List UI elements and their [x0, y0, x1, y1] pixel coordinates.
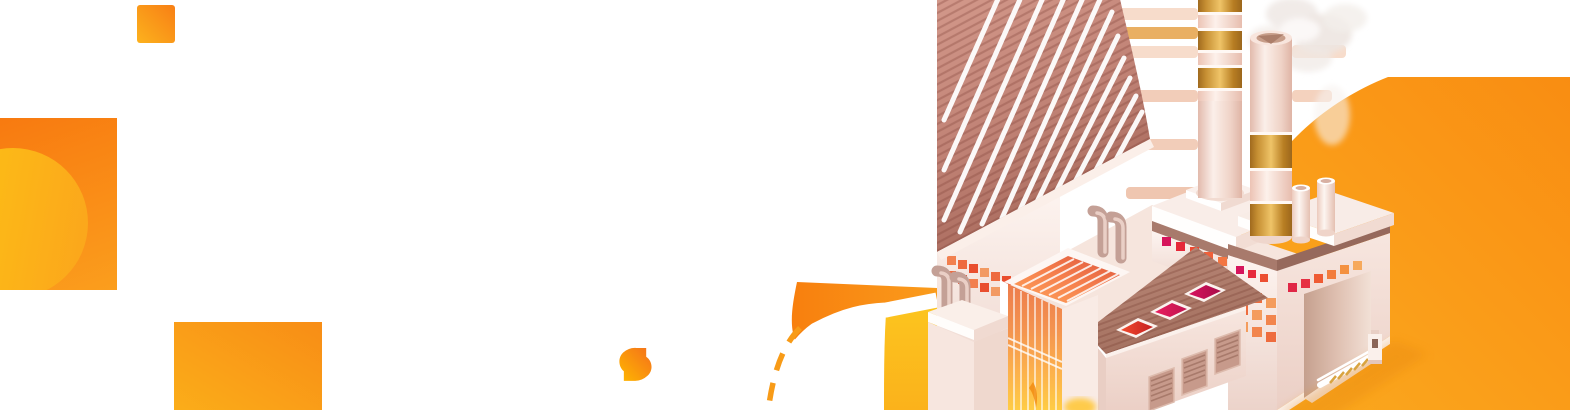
annex [928, 265, 1008, 410]
striped-chimney-left [1186, 0, 1256, 211]
eave-fascia [937, 139, 1154, 260]
garage-doors [1148, 328, 1241, 410]
furnace-face-stripes [1013, 288, 1057, 410]
garage-wall [1106, 310, 1246, 410]
garage-door [1181, 348, 1208, 397]
roof-white-stripes [941, 0, 1145, 235]
flame-icon [619, 347, 652, 381]
tower-window-row-right [1288, 261, 1362, 292]
striped-chimney-right [1250, 30, 1292, 244]
decor-square-top [137, 5, 175, 43]
rooftop-pipes [1292, 177, 1335, 244]
arc-white-band [765, 292, 939, 410]
decor-rect-left [0, 118, 117, 290]
flame-streak [1029, 382, 1037, 408]
skylight [1150, 300, 1192, 320]
vent-pipes [1087, 205, 1127, 264]
ladder-rungs [1329, 358, 1369, 384]
furnace-pilaster [1062, 295, 1098, 410]
ground-shadow [1284, 340, 1428, 410]
skylight [1184, 282, 1226, 302]
skylight [1116, 318, 1158, 338]
loading-ladder [1316, 330, 1382, 388]
garage-door [1148, 366, 1175, 410]
furnace-top-stripes [1021, 258, 1119, 302]
tower-doorway [1304, 271, 1371, 398]
decor-rect-bottom [174, 322, 322, 410]
garage-door [1214, 328, 1241, 376]
tower-eave-left [1228, 244, 1277, 271]
hatched-roof [937, 0, 1150, 252]
arc-dashed [765, 326, 802, 410]
